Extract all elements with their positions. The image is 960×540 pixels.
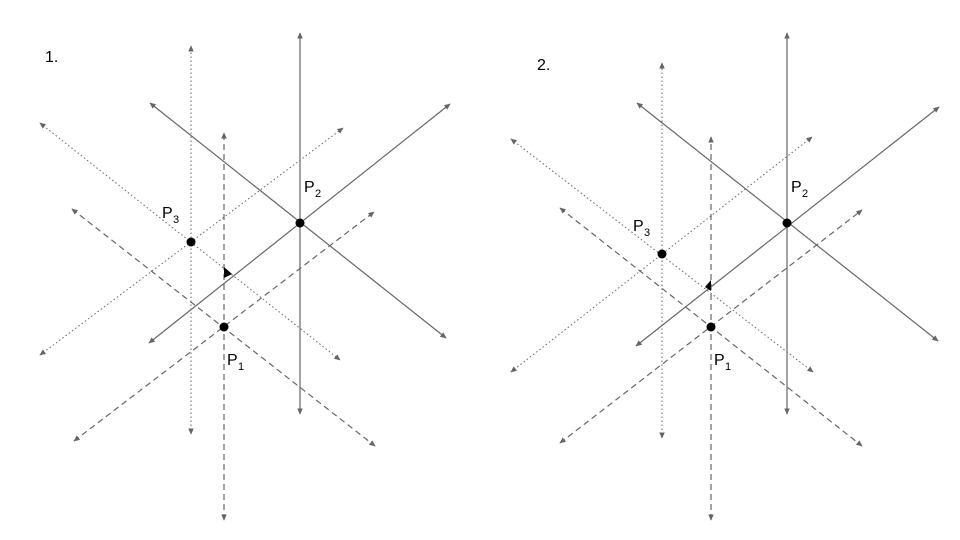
point-p3 — [186, 237, 196, 247]
svg-text:P: P — [227, 352, 238, 369]
triangle-marker — [224, 267, 232, 278]
svg-text:3: 3 — [644, 227, 650, 239]
point-p1 — [219, 322, 229, 332]
panel-2: 2. P 1 P 2 P 3 — [510, 32, 940, 521]
panel-number: 2. — [537, 57, 550, 74]
svg-text:P: P — [162, 205, 173, 222]
point-p1 — [706, 322, 716, 332]
svg-text:2: 2 — [315, 188, 321, 200]
svg-text:2: 2 — [802, 188, 808, 200]
triangle-marker — [705, 280, 711, 291]
point-p3 — [657, 249, 667, 259]
svg-text:P: P — [304, 179, 315, 196]
svg-text:P: P — [633, 218, 644, 235]
panel-1: 1. P 1 P 2 P 3 — [39, 32, 451, 521]
label-p3: P 3 — [633, 218, 650, 239]
panel-number: 1. — [45, 49, 58, 66]
label-p3: P 3 — [162, 205, 179, 226]
label-p1: P 1 — [227, 352, 244, 373]
svg-text:P: P — [791, 179, 802, 196]
point-p2 — [782, 218, 792, 228]
label-p2: P 2 — [791, 179, 808, 200]
svg-text:1: 1 — [238, 361, 244, 373]
svg-text:P: P — [714, 352, 725, 369]
label-p1: P 1 — [714, 352, 731, 373]
label-p2: P 2 — [304, 179, 321, 200]
svg-text:1: 1 — [725, 361, 731, 373]
point-p2 — [295, 218, 305, 228]
svg-text:3: 3 — [173, 214, 179, 226]
